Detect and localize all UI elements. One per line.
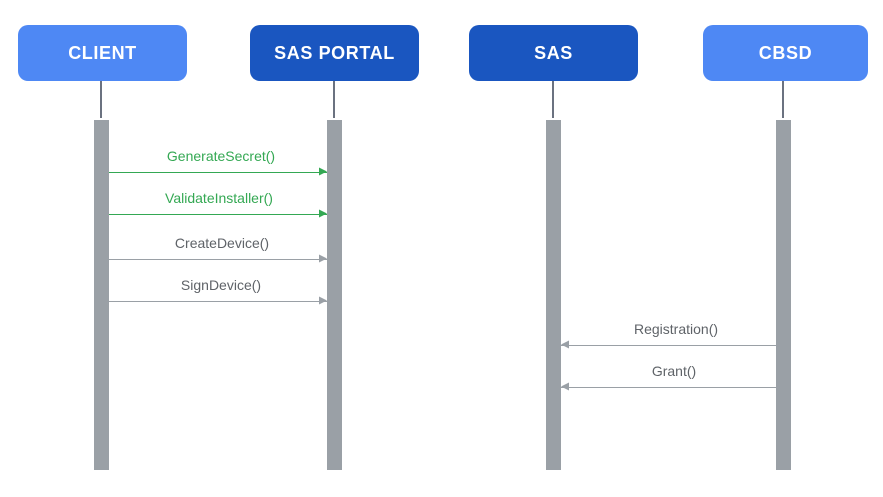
message-line-grant	[561, 387, 776, 388]
activation-bar-client	[92, 118, 111, 472]
message-label-sign-device: SignDevice()	[180, 277, 262, 293]
activation-bar-sas	[544, 118, 563, 472]
message-label-create-device: CreateDevice()	[174, 235, 270, 251]
message-arrowhead-right-create-device	[319, 254, 327, 263]
participant-label-sas: SAS	[534, 43, 573, 63]
message-arrowhead-right-validate-installer	[319, 209, 327, 218]
message-line-create-device	[109, 259, 327, 260]
participant-box-cbsd[interactable]: CBSD	[703, 25, 868, 81]
participant-box-sas-portal[interactable]: SAS PORTAL	[250, 25, 419, 81]
message-line-generate-secret	[109, 172, 327, 173]
message-label-grant: Grant()	[651, 363, 697, 379]
activation-bar-cbsd	[774, 118, 793, 472]
participant-label-sas-portal: SAS PORTAL	[274, 43, 395, 63]
message-arrowhead-right-generate-secret	[319, 167, 327, 176]
message-arrowhead-left-registration	[561, 340, 569, 349]
message-line-sign-device	[109, 301, 327, 302]
activation-bar-sas-portal	[325, 118, 344, 472]
lifeline-cbsd	[782, 81, 784, 124]
message-arrowhead-right-sign-device	[319, 296, 327, 305]
message-label-validate-installer: ValidateInstaller()	[165, 190, 273, 206]
lifeline-client	[100, 81, 102, 124]
message-line-validate-installer	[109, 214, 327, 215]
message-line-registration	[561, 345, 776, 346]
lifeline-sas	[552, 81, 554, 124]
message-arrowhead-left-grant	[561, 382, 569, 391]
message-label-generate-secret: GenerateSecret()	[166, 148, 276, 164]
participant-label-client: CLIENT	[68, 43, 137, 63]
participant-box-client[interactable]: CLIENT	[18, 25, 187, 81]
message-label-registration: Registration()	[633, 321, 719, 337]
lifeline-sas-portal	[333, 81, 335, 124]
participant-box-sas[interactable]: SAS	[469, 25, 638, 81]
participant-label-cbsd: CBSD	[758, 43, 813, 63]
